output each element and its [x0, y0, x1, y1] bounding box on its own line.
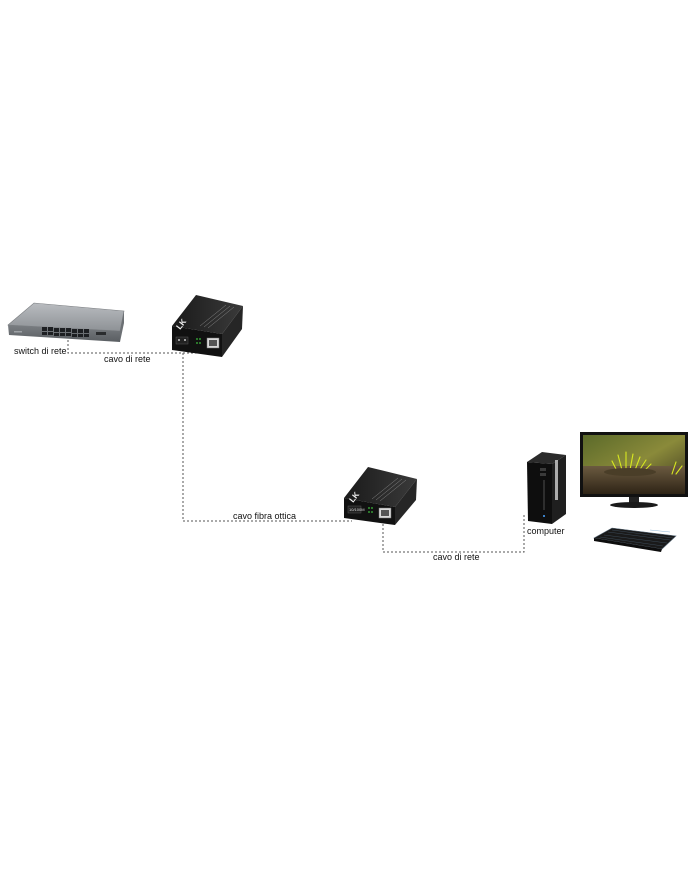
led-indicators-top [196, 338, 201, 344]
keyboard-keys [599, 529, 674, 547]
label-cable-bottom: cavo di rete [433, 552, 480, 562]
label-switch: switch di rete [14, 346, 67, 356]
converter-badge-bottom: 10/100M [349, 507, 365, 512]
monitor-stand [610, 502, 658, 508]
keyboard [593, 527, 677, 552]
converter-fine-print-bottom [371, 477, 407, 502]
monitor [580, 432, 688, 508]
label-cable-top: cavo di rete [104, 354, 151, 364]
media-converter-bottom: LK 10/100M [344, 467, 417, 525]
monitor-neck [629, 497, 639, 503]
tower-side-panel [555, 460, 558, 500]
fiber-cable-line [182, 353, 352, 522]
led-indicators-bottom [368, 507, 373, 513]
switch-uplink-ports [96, 332, 106, 335]
network-switch [7, 302, 125, 342]
fiber-port-bottom [347, 505, 362, 514]
network-cable-top-line [67, 340, 205, 354]
power-led-icon [543, 515, 545, 517]
media-converter-top: LK [172, 295, 243, 357]
label-fiber: cavo fibra ottica [233, 511, 296, 521]
computer-tower [527, 452, 566, 524]
connection-lines [67, 340, 525, 553]
label-computer: computer [527, 526, 565, 536]
converter-fine-print-top [199, 304, 235, 329]
switch-ports [42, 327, 89, 337]
network-cable-bottom-line [382, 515, 525, 553]
fiber-port-top [175, 336, 189, 345]
